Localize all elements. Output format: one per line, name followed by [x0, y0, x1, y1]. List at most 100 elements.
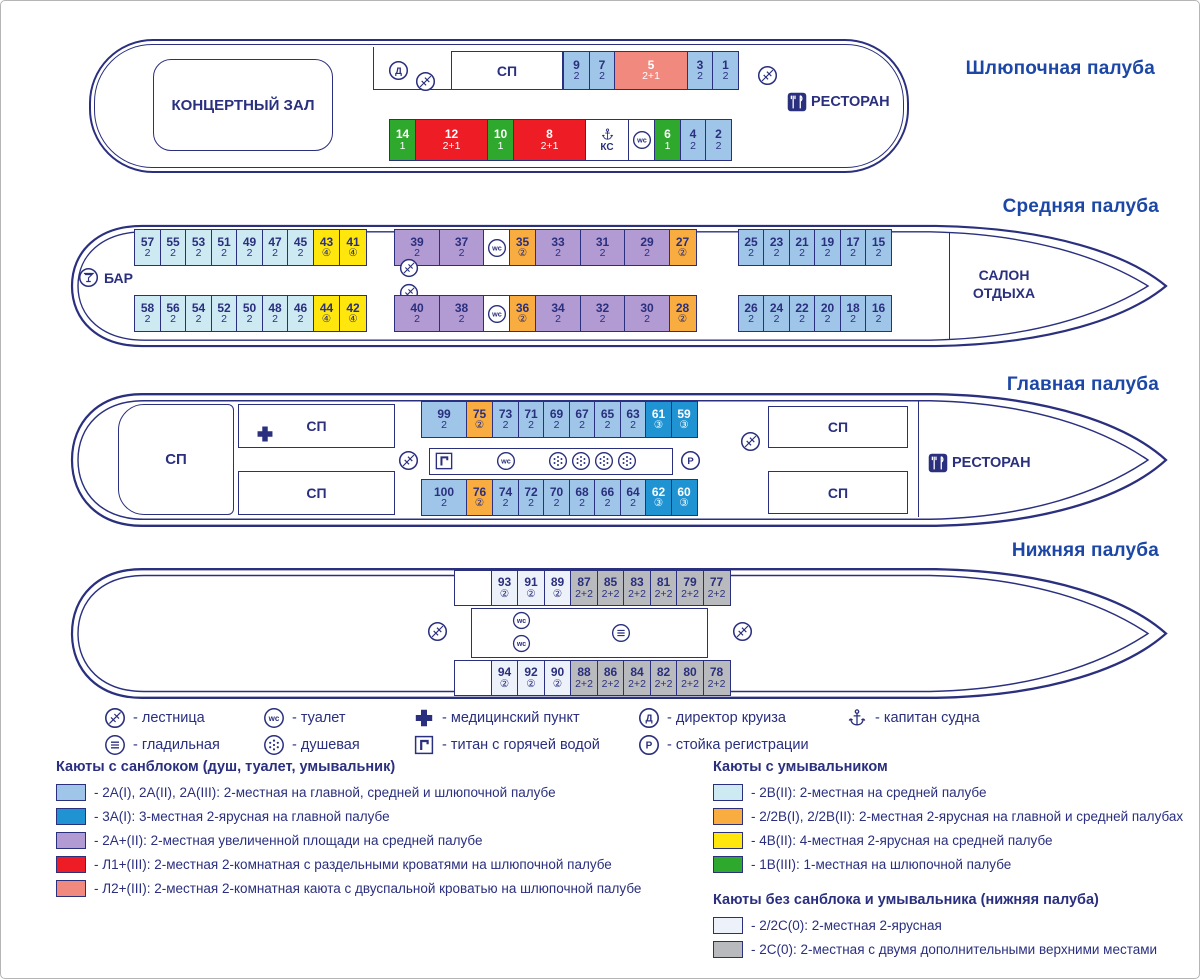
wc-icon: wc — [487, 304, 507, 324]
stairs-icon — [398, 450, 419, 471]
wall-line — [949, 232, 950, 340]
legend-item-text: - 2А(I), 2А(II), 2А(III): 2-местная на г… — [94, 784, 556, 800]
cabin-number: 17 — [846, 234, 860, 249]
cabin-capacity: 2 — [773, 313, 780, 326]
cabin-number: 57 — [140, 234, 155, 249]
legend-ironing: - гладильная — [104, 734, 220, 756]
cabin-capacity: 2 — [144, 247, 151, 260]
shower-icon — [617, 451, 637, 471]
wall-line — [373, 47, 374, 89]
room-label: КОНЦЕРТНЫЙ ЗАЛ — [171, 96, 315, 114]
cabin-number: 70 — [549, 484, 564, 499]
legend-item-L1: - Л1+(III): 2-местная 2-комнатная с разд… — [56, 852, 641, 876]
cabin-number: 30 — [640, 300, 654, 315]
legend-item-text: - 2С(0): 2-местная с двумя дополнительны… — [751, 941, 1158, 957]
cabin-number: 56 — [166, 300, 180, 315]
cabin-number: 71 — [524, 406, 538, 421]
legend-stairs: - лестница — [104, 707, 205, 729]
reception-icon: Р — [680, 450, 701, 471]
cabin-capacity: 2 — [458, 313, 465, 326]
cabin-capacity: 2+2 — [681, 587, 699, 600]
bar-block: БАР — [78, 267, 133, 288]
cabin-number: 18 — [846, 300, 860, 315]
cabin-number: 28 — [675, 300, 690, 315]
wc-icon: wc — [512, 611, 531, 630]
legend-item-A2P: - 2А+(II): 2-местная увеличенной площади… — [56, 828, 641, 852]
cabin-capacity: 2 — [630, 497, 636, 510]
ironing-icon — [104, 734, 126, 756]
bar-label: БАР — [104, 269, 133, 286]
legend-reception: Р- стойка регистрации — [638, 734, 809, 756]
cabin-capacity: 2 — [502, 419, 509, 432]
cabin-capacity: 2 — [441, 419, 447, 432]
cabin-number: 1 — [722, 57, 729, 72]
cabin-capacity: 2 — [553, 497, 560, 510]
wall-line — [373, 89, 453, 90]
cabin-number: 31 — [595, 234, 610, 249]
legend-item-A3: - 3А(I): 3-местная 2-ярусная на главной … — [56, 804, 641, 828]
room-label: СП — [827, 419, 849, 435]
restaurant-block: РЕСТОРАН — [928, 453, 1031, 473]
cabin-number: 35 — [515, 234, 530, 249]
cabin-capacity: 2 — [579, 419, 585, 432]
cabin-capacity: 2 — [528, 497, 534, 510]
cabin-number: 59 — [677, 406, 691, 421]
corridor-gap — [366, 295, 396, 332]
legend-item-A2: - 2А(I), 2А(II), 2А(III): 2-местная на г… — [56, 780, 641, 804]
cabin-number: 55 — [166, 234, 180, 249]
laundry-room — [471, 608, 708, 658]
cabin-number: 43 — [319, 234, 334, 249]
cabin-capacity: 2 — [502, 497, 509, 510]
cabin-capacity: 2 — [748, 247, 754, 260]
cabin-capacity: 2 — [414, 247, 420, 260]
cabin-capacity: 1 — [399, 139, 406, 152]
cabin-number: 8 — [546, 127, 553, 142]
color-swatch — [713, 940, 743, 958]
wc-icon: wc — [496, 451, 516, 471]
room-label: СП — [306, 485, 327, 501]
restaurant-label: РЕСТОРАН — [952, 455, 1031, 471]
cabin-number: 6 — [664, 127, 671, 142]
cabin-capacity: 1 — [664, 139, 671, 152]
cabin-number: 29 — [640, 234, 654, 249]
cabin-number: 86 — [603, 665, 618, 680]
cabin-capacity: 2 — [799, 313, 805, 326]
legend-shower: - душевая — [263, 734, 360, 756]
cabin-capacity: 1 — [497, 139, 504, 152]
cabin-number: 51 — [217, 234, 231, 249]
titan-icon — [413, 734, 435, 756]
cabin-number: 69 — [549, 406, 564, 421]
legend-item-C22: - 2/2С(0): 2-местная 2-ярусная — [713, 913, 1157, 937]
cabin-number: 48 — [268, 300, 282, 315]
restaurant-icon — [928, 453, 948, 473]
legend-header: Каюты с умывальником — [713, 759, 888, 775]
cabin-number: 24 — [769, 300, 784, 315]
cabin-capacity: ② — [526, 677, 536, 690]
svg-text:Д: Д — [395, 66, 402, 77]
cabin-capacity: 2+2 — [575, 587, 593, 600]
cabin-number: 99 — [437, 406, 451, 421]
legend-item-text: - 4В(II): 4-местная 2-ярусная на средней… — [751, 832, 1053, 848]
